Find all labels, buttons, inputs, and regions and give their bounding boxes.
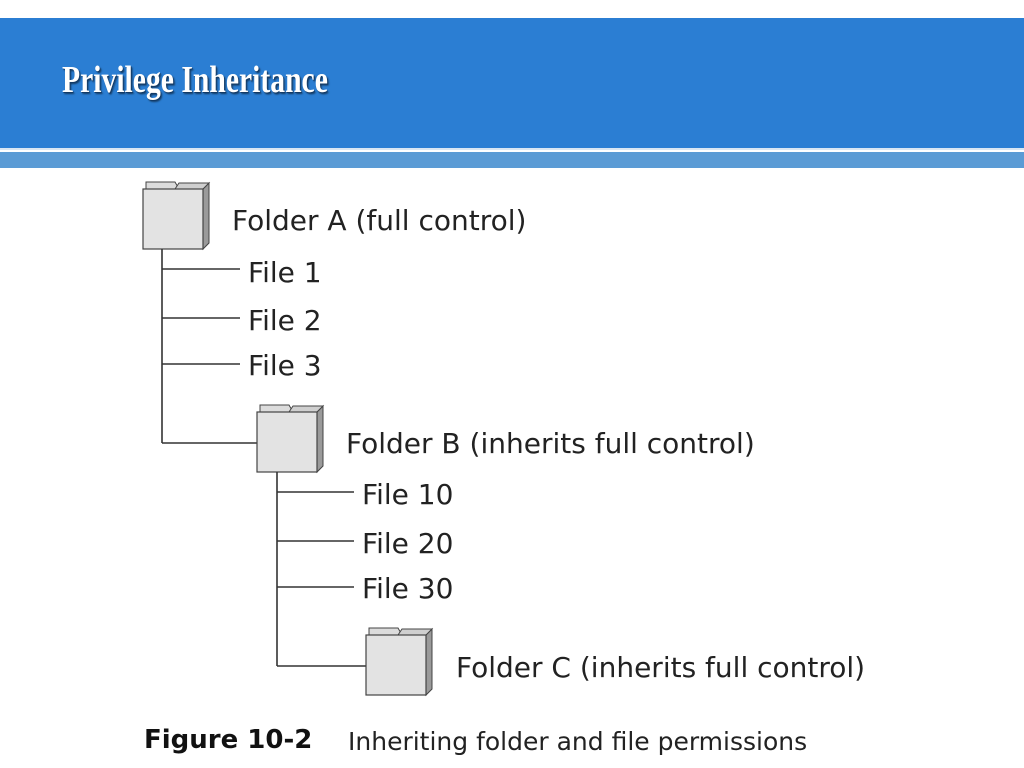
slide-title: Privilege Inheritance bbox=[62, 59, 328, 101]
folder-b-label: Folder B (inherits full control) bbox=[346, 427, 755, 460]
folder-a-label: Folder A (full control) bbox=[232, 204, 527, 237]
folder-b-branches bbox=[276, 472, 366, 667]
folder-a-icon bbox=[142, 181, 210, 250]
title-divider bbox=[0, 148, 1024, 150]
folder-b-icon bbox=[256, 404, 324, 473]
file-2-label: File 2 bbox=[248, 304, 322, 337]
file-20-label: File 20 bbox=[362, 527, 454, 560]
folder-a-branches bbox=[161, 249, 257, 444]
title-bar bbox=[0, 18, 1024, 148]
folder-c-icon bbox=[365, 627, 433, 696]
title-accent-bar bbox=[0, 152, 1024, 168]
file-30-label: File 30 bbox=[362, 572, 454, 605]
folder-c-label: Folder C (inherits full control) bbox=[456, 651, 866, 684]
figure-caption: Inheriting folder and file permissions bbox=[348, 727, 808, 756]
file-10-label: File 10 bbox=[362, 478, 454, 511]
file-1-label: File 1 bbox=[248, 256, 322, 289]
file-3-label: File 3 bbox=[248, 349, 322, 382]
figure-number: Figure 10-2 bbox=[144, 725, 313, 755]
